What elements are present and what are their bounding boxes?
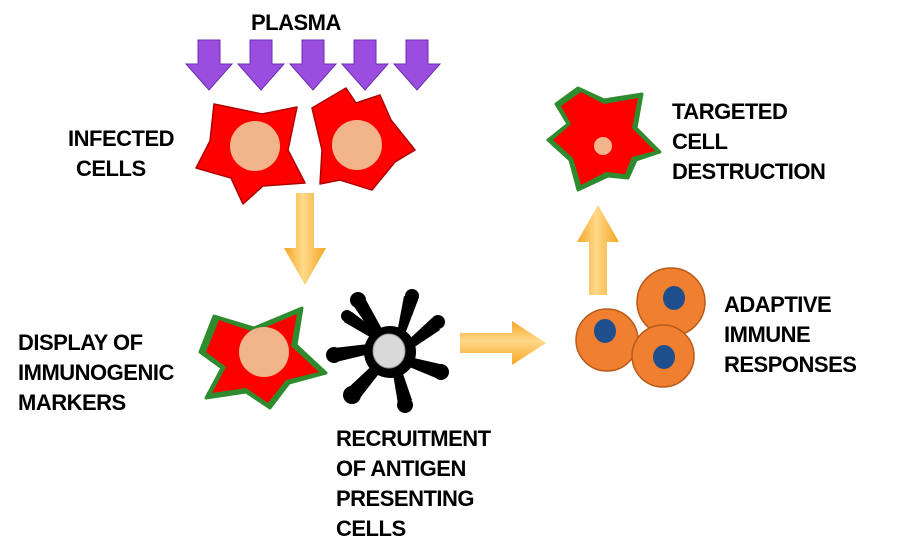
adaptive-responses-label: ADAPTIVE IMMUNE RESPONSES (724, 290, 857, 380)
plasma-label-text: PLASMA (251, 10, 341, 35)
label-line: RECRUITMENT (336, 426, 491, 451)
infected-cells-label: INFECTED CELLS (68, 124, 175, 184)
label-line: INFECTED (68, 126, 175, 151)
flow-arrow-icon (577, 205, 619, 295)
label-line: PRESENTING (336, 486, 475, 511)
label-line: CELLS (76, 156, 146, 181)
label-line: MARKERS (18, 390, 126, 415)
label-line: DESTRUCTION (672, 159, 826, 184)
label-line: CELLS (336, 516, 406, 541)
apc-nucleus (372, 333, 406, 369)
label-line: TARGETED (672, 99, 788, 124)
plasma-arrows (184, 39, 442, 91)
flow-arrow-icon (284, 193, 326, 285)
label-line: IMMUNOGENIC (18, 360, 174, 385)
label-line: IMMUNE (724, 322, 811, 347)
label-line: RESPONSES (724, 352, 857, 377)
lymphocyte-icon (631, 324, 695, 388)
label-line: CELL (672, 129, 728, 154)
flow-arrow-icon (460, 321, 546, 365)
marker-display-cell (198, 306, 328, 410)
antigen-presenting-cell (326, 289, 449, 413)
plasma-label: PLASMA (251, 8, 341, 38)
infected-cell-right (311, 87, 416, 191)
cell-nucleus (332, 120, 382, 170)
apc-recruitment-label: RECRUITMENT OF ANTIGEN PRESENTING CELLS (336, 424, 491, 544)
label-line: ADAPTIVE (724, 292, 832, 317)
down-arrow-icon (236, 39, 286, 91)
down-arrow-icon (184, 39, 234, 91)
targeted-destruction-label: TARGETED CELL DESTRUCTION (672, 97, 826, 187)
infected-cell-left (195, 103, 306, 205)
down-arrow-icon (392, 39, 442, 91)
targeted-destroyed-cell (546, 86, 662, 192)
down-arrow-icon (288, 39, 338, 91)
cell-nucleus (230, 121, 280, 171)
immunogenic-markers-label: DISPLAY OF IMMUNOGENIC MARKERS (18, 328, 174, 418)
cell-nucleus (239, 327, 289, 377)
label-line: DISPLAY OF (18, 330, 143, 355)
cell-nucleus (594, 137, 612, 155)
lymphocyte-icon (575, 308, 639, 372)
adaptive-immune-cells (575, 267, 706, 388)
down-arrow-icon (340, 39, 390, 91)
label-line: OF ANTIGEN (336, 456, 466, 481)
